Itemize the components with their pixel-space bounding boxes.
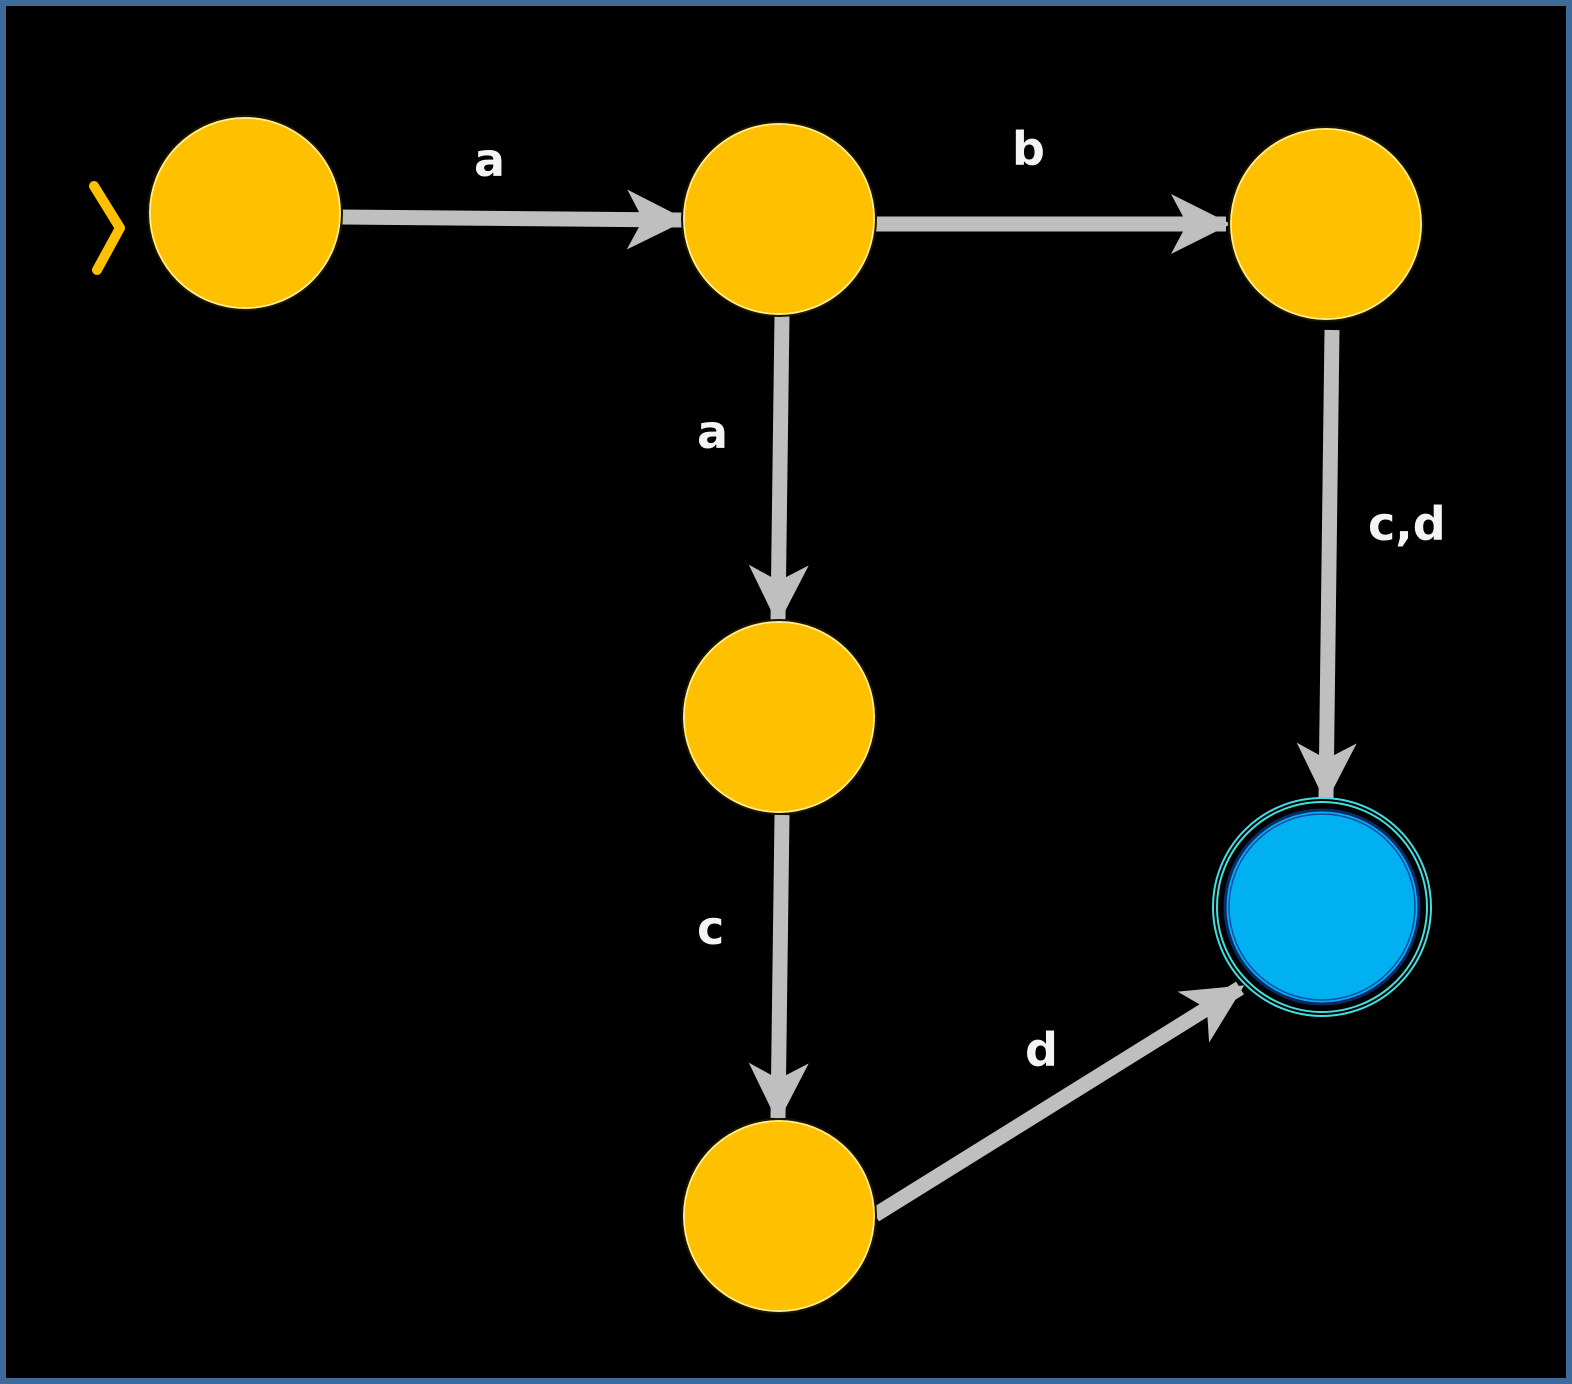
state-q5-accept[interactable] <box>1212 797 1432 1017</box>
state-q0[interactable] <box>147 115 343 311</box>
label-q3-q4: c <box>697 901 724 955</box>
edge-labels: a b a c,d c d <box>474 122 1446 1077</box>
label-q2-q5: c,d <box>1368 497 1446 551</box>
state-q4[interactable] <box>681 1118 877 1314</box>
label-q4-q5: d <box>1025 1023 1058 1077</box>
chevron-right-icon <box>89 181 125 275</box>
state-q1[interactable] <box>681 121 877 317</box>
label-q1-q3: a <box>697 405 728 459</box>
state-q2[interactable] <box>1228 126 1424 322</box>
edge-q0-q1[interactable] <box>340 189 687 250</box>
edge-q3-q4[interactable] <box>748 814 809 1123</box>
states <box>147 115 1432 1314</box>
edge-q2-q5[interactable] <box>1296 329 1357 803</box>
edge-q1-q3[interactable] <box>748 314 809 625</box>
label-q1-q2: b <box>1012 122 1045 176</box>
label-q0-q1: a <box>474 133 505 187</box>
edge-q4-q5[interactable] <box>871 981 1245 1222</box>
edges <box>340 189 1357 1222</box>
state-q3[interactable] <box>681 619 877 815</box>
